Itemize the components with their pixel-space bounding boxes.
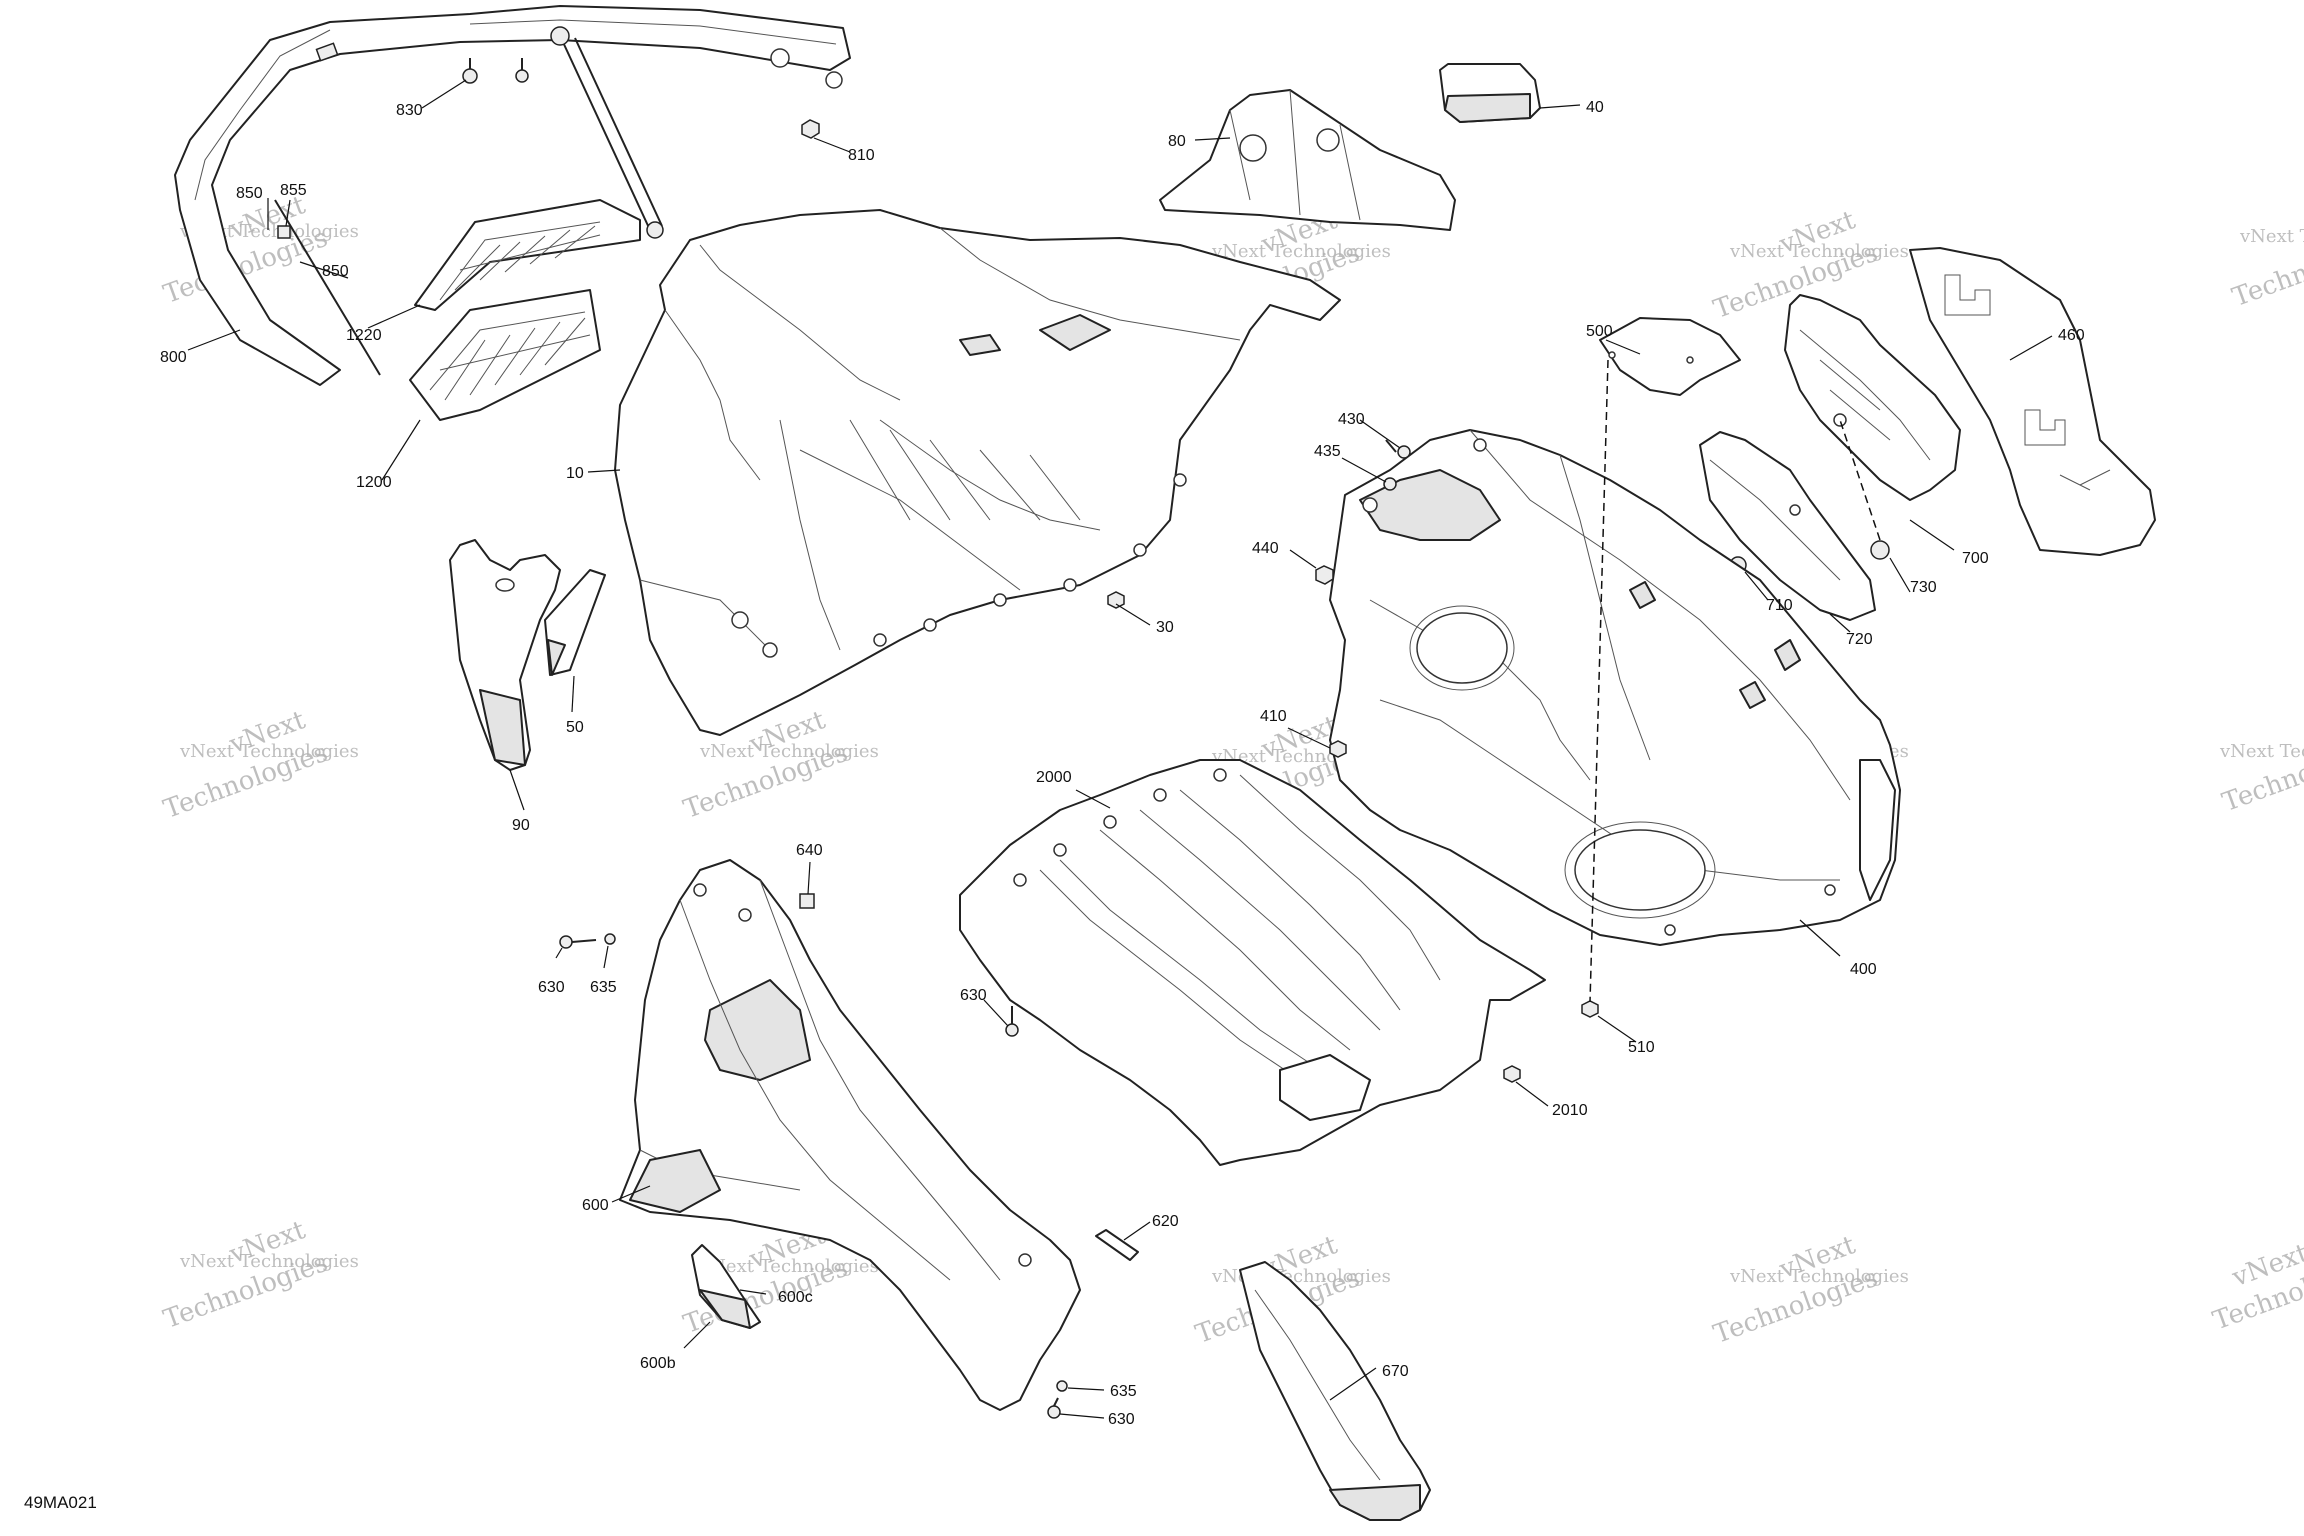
part-2000-floor-panel bbox=[959, 759, 1546, 1166]
hardware-410-clip bbox=[1329, 740, 1347, 758]
callout-50: 50 bbox=[566, 719, 584, 736]
callout-30: 30 bbox=[1156, 619, 1174, 636]
callout-600: 600 bbox=[582, 1197, 609, 1214]
callout-635: 635 bbox=[590, 979, 617, 996]
watermark: vNext Technologies vNext Technologies bbox=[160, 705, 359, 825]
hardware-430-screw bbox=[1385, 439, 1411, 459]
hardware-30-clip bbox=[1107, 591, 1125, 609]
callout-635: 635 bbox=[1110, 1383, 1137, 1400]
part-620-strip bbox=[1095, 1229, 1139, 1261]
leader-lines bbox=[187, 79, 2053, 1419]
callout-850: 850 bbox=[322, 263, 349, 280]
callout-10: 10 bbox=[566, 465, 584, 482]
callout-620: 620 bbox=[1152, 1213, 1179, 1230]
callout-80: 80 bbox=[1168, 133, 1186, 150]
callout-500: 500 bbox=[1586, 323, 1613, 340]
part-10-front-nose-panel bbox=[614, 209, 1341, 736]
part-40-cap bbox=[1439, 63, 1541, 123]
callout-855: 855 bbox=[280, 182, 307, 199]
callout-1220: 1220 bbox=[346, 327, 382, 344]
callout-630: 630 bbox=[960, 987, 987, 1004]
part-670-strip-panel bbox=[1239, 1261, 1431, 1521]
svg-text:vNext Technologies: vNext Technologies bbox=[699, 1256, 879, 1277]
callout-810: 810 bbox=[848, 147, 875, 164]
svg-text:vNext Technologies: vNext Technologies bbox=[179, 741, 359, 762]
callout-440: 440 bbox=[1252, 540, 1279, 557]
callout-640: 640 bbox=[796, 842, 823, 859]
callout-460: 460 bbox=[2058, 327, 2085, 344]
svg-text:vNext Technologies: vNext Technologies bbox=[179, 1251, 359, 1272]
svg-text:vNext Technologies: vNext Technologies bbox=[699, 741, 879, 762]
watermark: vNext Technologies bbox=[2209, 1238, 2304, 1336]
callouts: 830 810 850 855 850 800 1220 1200 10 30 … bbox=[160, 99, 2085, 1428]
callout-2010: 2010 bbox=[1552, 1102, 1588, 1119]
callout-630: 630 bbox=[1108, 1411, 1135, 1428]
hardware-855-fastener bbox=[277, 225, 291, 239]
callout-1200: 1200 bbox=[356, 474, 392, 491]
hardware-635-washer-a bbox=[604, 933, 616, 945]
hardware-2010-clip bbox=[1503, 1065, 1521, 1083]
hardware-440-nut bbox=[1315, 565, 1334, 585]
hardware-510-clip bbox=[1581, 1000, 1599, 1018]
part-600-side-panel bbox=[619, 859, 1081, 1411]
part-1200-lower-grille bbox=[409, 289, 601, 421]
part-460-long-side-panel bbox=[1909, 247, 2156, 556]
callout-430: 430 bbox=[1338, 411, 1365, 428]
hardware-830-rivet-b bbox=[515, 58, 529, 83]
svg-text:vNext Technologies: vNext Technologies bbox=[1211, 241, 1391, 262]
callout-700: 700 bbox=[1962, 550, 1989, 567]
part-500-plate bbox=[1599, 317, 1741, 396]
svg-text:vNext Technologies: vNext Technologies bbox=[1729, 241, 1909, 262]
hardware-630-screw-a bbox=[559, 935, 597, 949]
callout-90: 90 bbox=[512, 817, 530, 834]
hardware-640-clip bbox=[799, 893, 815, 909]
part-720-bracket bbox=[1699, 431, 1876, 621]
callout-850: 850 bbox=[236, 185, 263, 202]
watermark: vNext Technologies vNext Technologies bbox=[160, 1215, 359, 1335]
watermark: vNext Technologies Technologies bbox=[2219, 731, 2304, 818]
callout-510: 510 bbox=[1628, 1039, 1655, 1056]
callout-435: 435 bbox=[1314, 443, 1341, 460]
callout-600c: 600c bbox=[778, 1289, 813, 1306]
part-600b-clip bbox=[691, 1244, 761, 1329]
callout-720: 720 bbox=[1846, 631, 1873, 648]
callout-710: 710 bbox=[1766, 597, 1793, 614]
part-1220-upper-grille bbox=[414, 199, 641, 311]
hardware-830-rivet-a bbox=[462, 58, 478, 84]
part-80-side-panel bbox=[1159, 89, 1456, 231]
callout-630: 630 bbox=[538, 979, 565, 996]
callout-600b: 600b bbox=[640, 1355, 676, 1372]
part-800-front-bar bbox=[174, 5, 851, 386]
callout-800: 800 bbox=[160, 349, 187, 366]
watermark: vNext Technologies Technologies bbox=[2229, 226, 2304, 313]
callout-670: 670 bbox=[1382, 1363, 1409, 1380]
watermark: vNext Technologies vNext Technologies bbox=[1710, 1230, 1909, 1350]
svg-text:vNext Technologies: vNext Technologies bbox=[1729, 1266, 1909, 1287]
callout-730: 730 bbox=[1910, 579, 1937, 596]
svg-text:vNext Technologies: vNext Technologies bbox=[2219, 741, 2304, 762]
hardware-630-screw-floor bbox=[1005, 1006, 1019, 1037]
callout-40: 40 bbox=[1586, 99, 1604, 116]
hardware-635-washer-b bbox=[1056, 1380, 1068, 1392]
svg-text:vNext Technologies: vNext Technologies bbox=[2239, 226, 2304, 247]
callout-410: 410 bbox=[1260, 708, 1287, 725]
hardware-730-grommet bbox=[1870, 540, 1890, 560]
hardware-810-nut bbox=[801, 119, 820, 139]
hardware-435-washer bbox=[1383, 477, 1397, 491]
hardware-630-screw-b bbox=[1047, 1397, 1061, 1419]
part-400-rear-tub bbox=[1329, 429, 1901, 946]
callout-400: 400 bbox=[1850, 961, 1877, 978]
callout-2000: 2000 bbox=[1036, 769, 1072, 786]
part-50-block bbox=[544, 569, 606, 676]
part-90-side-panel bbox=[449, 539, 561, 771]
callout-830: 830 bbox=[396, 102, 423, 119]
figure-code: 49MA021 bbox=[24, 1493, 97, 1512]
part-700-bracket bbox=[1784, 294, 1961, 501]
